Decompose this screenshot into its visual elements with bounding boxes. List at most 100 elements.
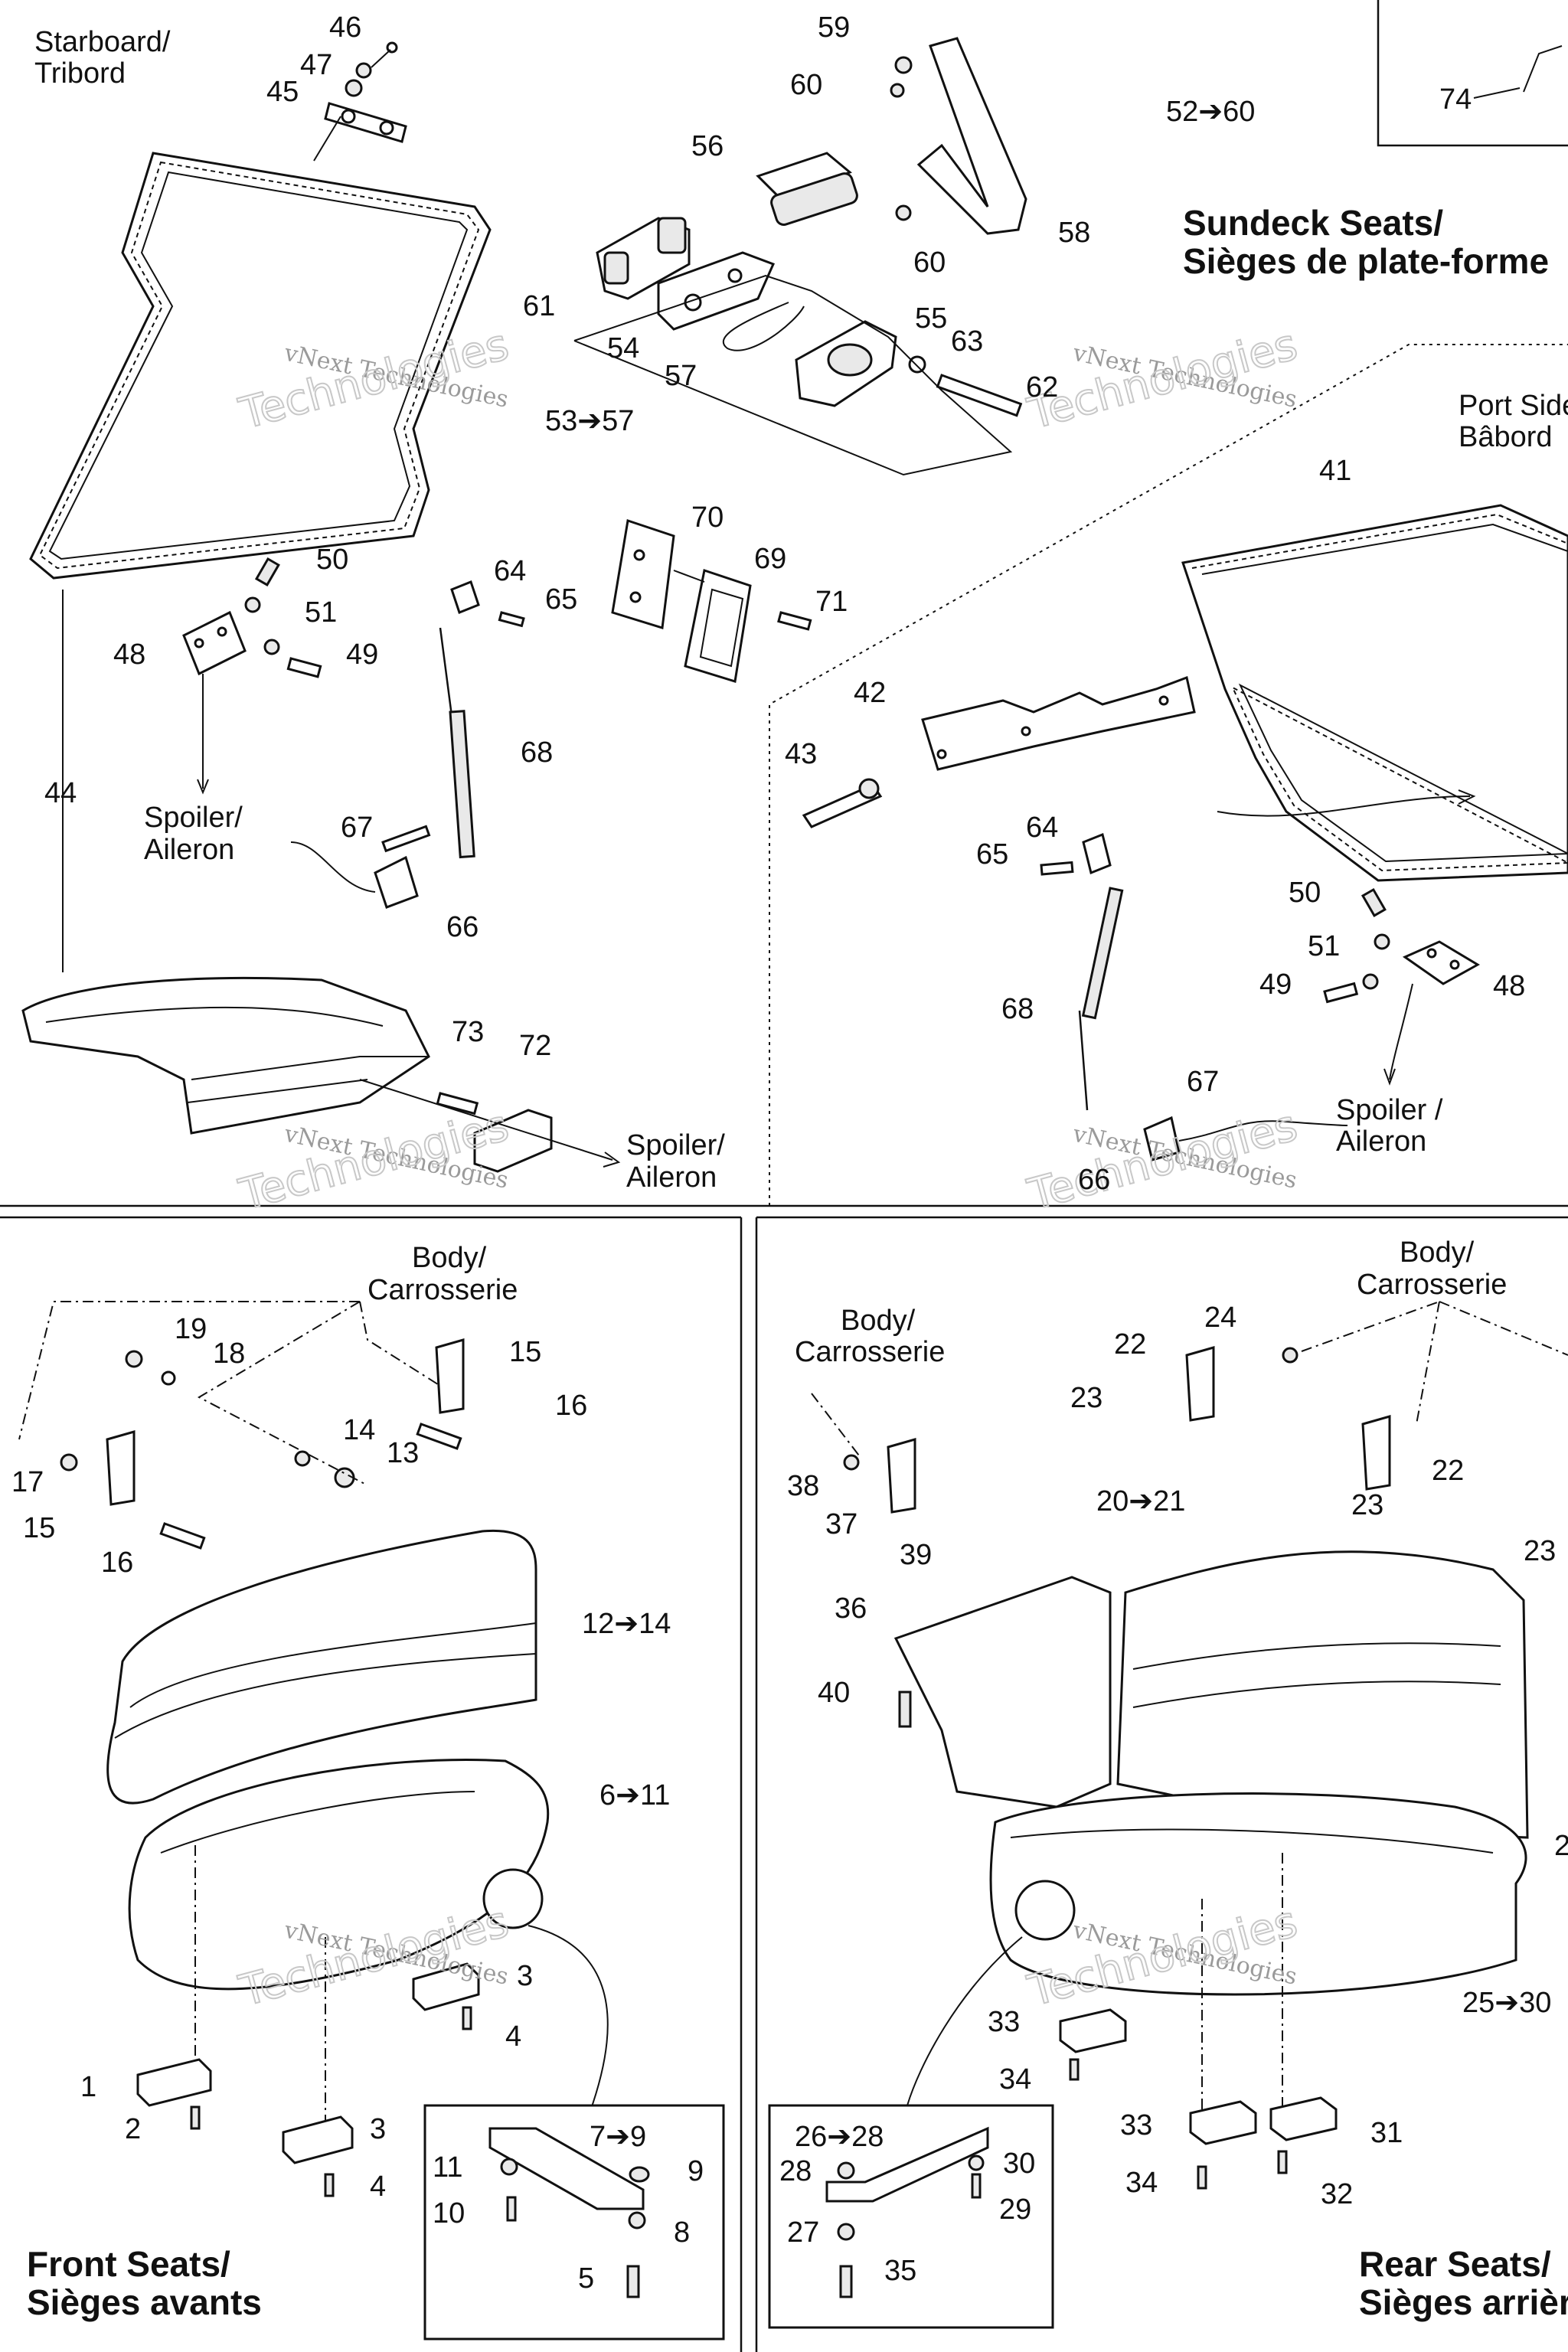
callout: 41 [1319, 455, 1351, 487]
handle-and-strap [756, 37, 1027, 235]
front-seat-cushion [128, 1759, 609, 2159]
callout: 2 [125, 2113, 141, 2145]
rear-seat-cushion [906, 1792, 1527, 2113]
callout: 48 [1493, 970, 1525, 1002]
callout: 56 [691, 130, 724, 162]
label-rear-body-right: Body/ [1400, 1236, 1475, 1269]
callout: 1 [80, 2071, 96, 2103]
callout: 13 [387, 1437, 419, 1469]
callout: 60 [913, 247, 946, 279]
callout: 66 [1078, 1164, 1110, 1196]
label-front-body-fr: Carrosserie [368, 1274, 518, 1306]
callout: 33 [1120, 2109, 1152, 2141]
callout: 40 [818, 1677, 850, 1709]
callout: 42 [854, 677, 886, 709]
callout: 45 [266, 76, 299, 108]
callout: 25➔30 [1462, 1987, 1551, 2019]
callout: 16 [555, 1390, 587, 1422]
title-rear-fr: Sièges arrière [1359, 2282, 1568, 2322]
callout: 10 [433, 2197, 465, 2230]
front-seat-inset-box [423, 2104, 725, 2341]
callout: 68 [521, 737, 553, 769]
callout: 29 [999, 2194, 1031, 2226]
callout: 73 [452, 1016, 484, 1048]
callout: 39 [900, 1539, 932, 1571]
port-sundeck-cushion [1181, 504, 1568, 882]
callout: 8 [674, 2216, 690, 2249]
callout: 30 [1003, 2148, 1035, 2180]
title-sundeck: Sundeck Seats/ [1183, 203, 1443, 243]
callout: 50 [1289, 877, 1321, 909]
callout: 47 [300, 49, 332, 81]
label-port: Port Side/ [1459, 390, 1568, 422]
callouts: 46 47 45 59 60 52➔60 74 56 58 60 61 55 6… [11, 11, 1568, 2295]
callout: 57 [665, 360, 697, 392]
callout: 69 [754, 543, 786, 575]
rear-seat-backrest [893, 1550, 1529, 1839]
label-spoiler-right-fr: Aileron [1336, 1125, 1426, 1158]
callout: 2 [1554, 1830, 1568, 1862]
callout: 62 [1026, 371, 1058, 403]
callout: 4 [505, 2020, 521, 2053]
front-seat-backrest [106, 1529, 537, 1805]
title-front-fr: Sièges avants [27, 2282, 262, 2322]
callout: 23 [1524, 1535, 1556, 1567]
callout: 54 [607, 332, 639, 364]
label-starboard: Starboard/ [34, 26, 171, 58]
callout: 24 [1204, 1302, 1236, 1334]
callout: 6➔11 [599, 1779, 670, 1811]
callout: 63 [951, 325, 983, 358]
front-seat-hardware [18, 1301, 480, 2197]
callout: 53➔57 [545, 405, 634, 437]
label-port-fr: Bâbord [1459, 421, 1553, 453]
label-rear-body-left: Body/ [841, 1305, 916, 1337]
callout: 49 [1259, 969, 1292, 1001]
callout: 18 [213, 1338, 245, 1370]
callout: 9 [688, 2155, 704, 2187]
callout: 14 [343, 1414, 375, 1446]
bracket-48-port [1323, 887, 1480, 1086]
callout: 72 [519, 1030, 551, 1062]
title-rear: Rear Seats/ [1359, 2244, 1551, 2284]
callout: 36 [835, 1592, 867, 1625]
callout: 68 [1001, 993, 1034, 1025]
callout: 59 [818, 11, 850, 44]
callout: 23 [1351, 1489, 1383, 1521]
callout: 51 [1308, 930, 1340, 962]
callout: 71 [815, 586, 848, 618]
callout: 70 [691, 501, 724, 534]
label-front-body: Body/ [412, 1242, 487, 1274]
callout: 44 [44, 777, 77, 809]
starboard-sundeck-cushion [29, 152, 492, 580]
callout: 66 [446, 911, 479, 943]
callout: 15 [509, 1336, 541, 1368]
callout: 55 [915, 302, 947, 335]
callout: 65 [976, 838, 1008, 871]
callout: 48 [113, 639, 145, 671]
callout: 67 [341, 812, 373, 844]
callout: 27 [787, 2216, 819, 2249]
latch-assembly [573, 217, 1023, 476]
callout: 32 [1321, 2178, 1353, 2210]
gas-spring-left [290, 580, 525, 909]
label-spoiler-bottom-fr: Aileron [626, 1161, 717, 1194]
callout: 49 [346, 639, 378, 671]
callout: 7➔9 [590, 2121, 646, 2153]
callout: 50 [316, 544, 348, 576]
callout: 51 [305, 596, 337, 629]
hinge-plates [611, 519, 812, 683]
callout: 23 [1070, 1382, 1102, 1414]
label-spoiler-left-fr: Aileron [144, 834, 234, 866]
rear-seat-hardware [811, 1301, 1568, 2190]
callout: 11 [433, 2151, 462, 2184]
callout: 12➔14 [582, 1608, 671, 1640]
label-spoiler-left: Spoiler/ [144, 802, 243, 834]
bracket-48 [182, 557, 322, 795]
callout: 64 [494, 555, 526, 587]
label-spoiler-bottom: Spoiler/ [626, 1129, 725, 1161]
rear-seat-inset-box [768, 2104, 1054, 2329]
callout: 34 [999, 2063, 1031, 2096]
callout: 38 [787, 1470, 819, 1502]
